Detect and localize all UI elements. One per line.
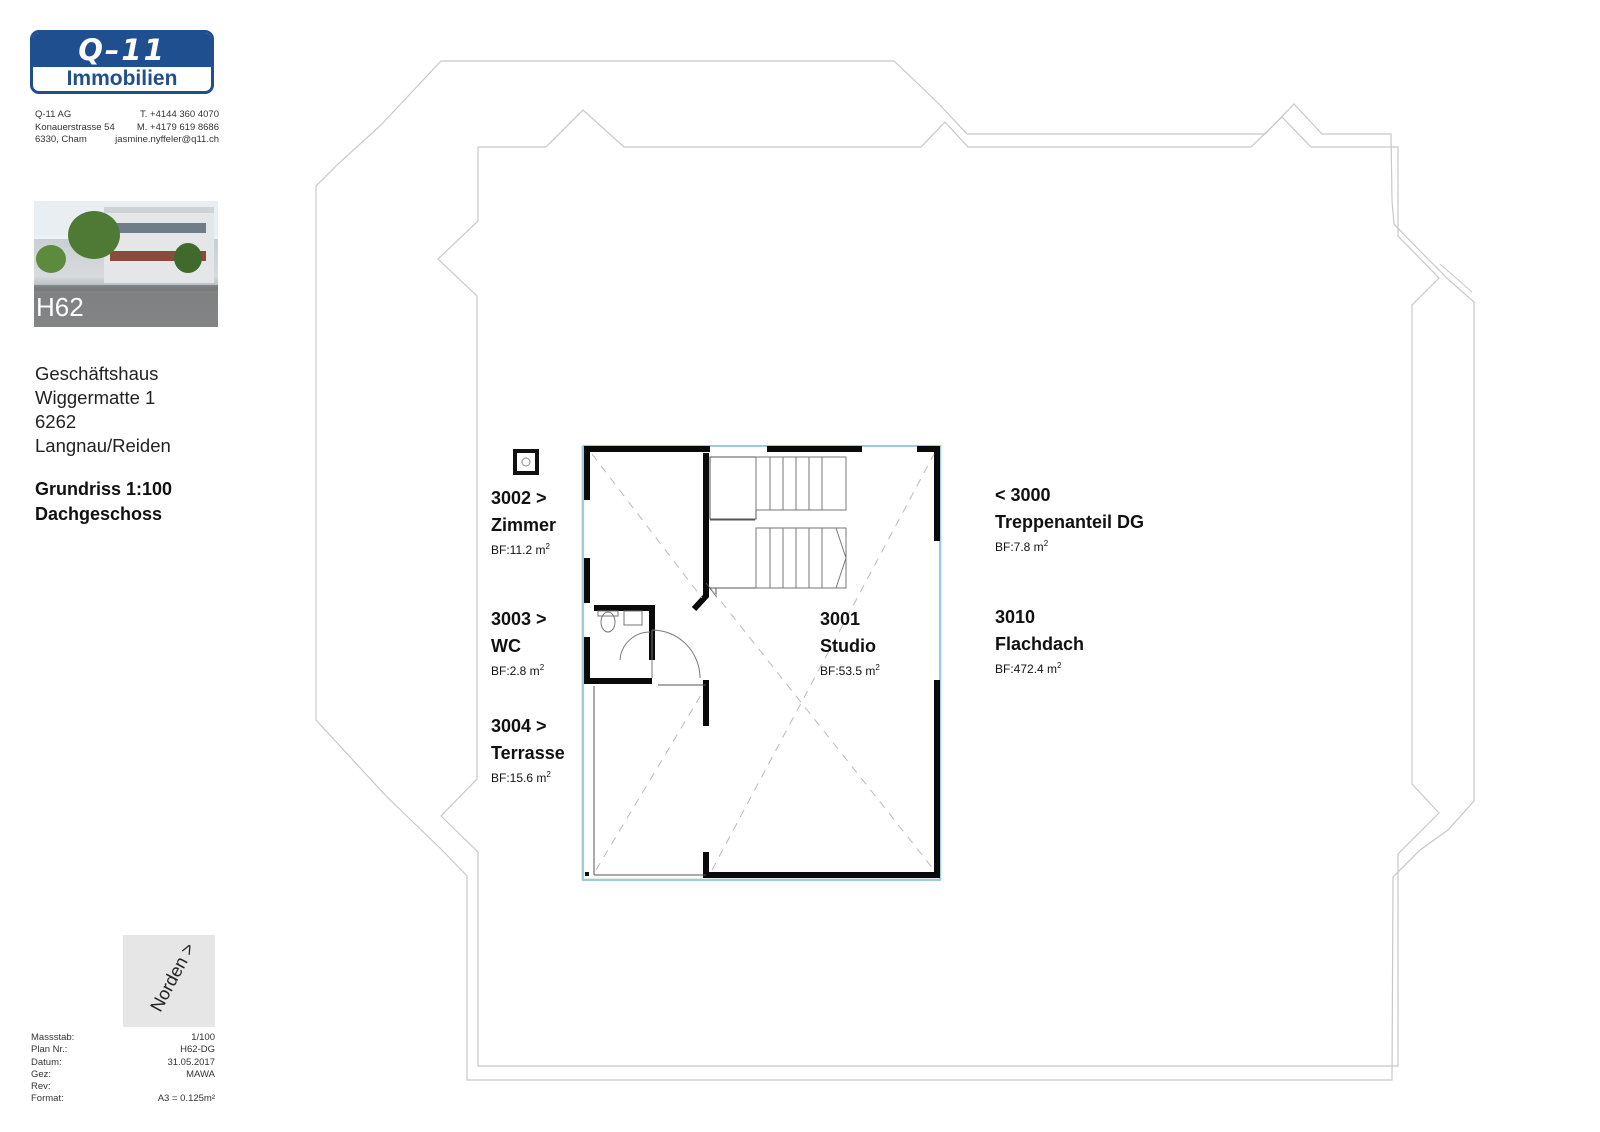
company-logo: Q–11 Immobilien <box>30 30 214 94</box>
room-label-3010: 3010 Flachdach BF:472.4 m2 <box>995 604 1084 677</box>
property-address: Geschäftshaus Wiggermatte 1 6262 Langnau… <box>35 363 171 456</box>
meta-row: Massstab:1/100 <box>31 1032 215 1043</box>
room-number: 3003 > <box>491 609 547 629</box>
meta-row: Rev: <box>31 1081 51 1093</box>
dg-footprint <box>581 445 942 880</box>
room-label-3003: 3003 > WC BF:2.8 m2 <box>491 606 547 679</box>
vent-icon-center <box>521 457 531 467</box>
interior-lines <box>593 456 845 876</box>
plan-title: Grundriss 1:100 Dachgeschoss <box>35 479 173 524</box>
roof-outline <box>315 60 1475 1081</box>
meta-row: Plan Nr.:H62-DG <box>31 1044 215 1056</box>
wall-outline-blue <box>582 445 941 881</box>
room-area: BF:15.6 m2 <box>491 770 551 785</box>
room-label-3001: 3001 Studio BF:53.5 m2 <box>820 606 880 679</box>
plan-metadata: Massstab:1/100 Plan Nr.:H62-DG Datum:31.… <box>31 1032 215 1106</box>
room-name: Zimmer <box>491 515 557 535</box>
room-number: 3004 > <box>491 716 547 736</box>
room-name: Treppenanteil DG <box>995 512 1145 532</box>
meta-row: Format:A3 = 0.125m² <box>31 1093 215 1105</box>
staircase <box>755 456 847 589</box>
room-label-3000: < 3000 Treppenanteil DG BF:7.8 m2 <box>995 482 1144 555</box>
room-area: BF:2.8 m2 <box>491 663 545 678</box>
room-area: BF:11.2 m2 <box>491 542 550 557</box>
room-number: < 3000 <box>995 485 1051 505</box>
meta-row: Datum:31.05.2017 <box>31 1056 215 1068</box>
room-area: BF:53.5 m2 <box>820 663 880 678</box>
room-name: Flachdach <box>995 634 1085 654</box>
room-area: BF:472.4 m2 <box>995 661 1062 676</box>
room-number: 3001 <box>820 609 861 629</box>
roof-hip-line <box>1439 263 1473 293</box>
wc-fixtures <box>597 610 701 679</box>
walls <box>584 446 940 878</box>
meta-row: Gez:MAWA <box>31 1068 215 1080</box>
vent-icon <box>513 449 539 475</box>
room-cross-lines <box>591 453 935 871</box>
logo-wordmark: Q–11 <box>33 33 211 67</box>
room-name: WC <box>491 636 521 656</box>
room-area: BF:7.8 m2 <box>995 539 1049 554</box>
room-name: Terrasse <box>491 743 565 763</box>
logo-subtitle: Immobilien <box>66 67 178 90</box>
roof-inner-outline <box>437 109 1440 1067</box>
corner-marker <box>585 872 589 876</box>
property-code: H62 <box>34 287 218 327</box>
room-label-3004: 3004 > Terrasse BF:15.6 m2 <box>491 713 565 786</box>
property-photo: H62 <box>34 201 218 327</box>
room-number: 3002 > <box>491 488 547 508</box>
room-number: 3010 <box>995 607 1036 627</box>
room-name: Studio <box>820 636 876 656</box>
north-arrow: Norden > <box>123 935 215 1027</box>
room-label-3002: 3002 > Zimmer BF:11.2 m2 <box>491 485 556 558</box>
north-label: Norden > <box>146 939 199 1015</box>
